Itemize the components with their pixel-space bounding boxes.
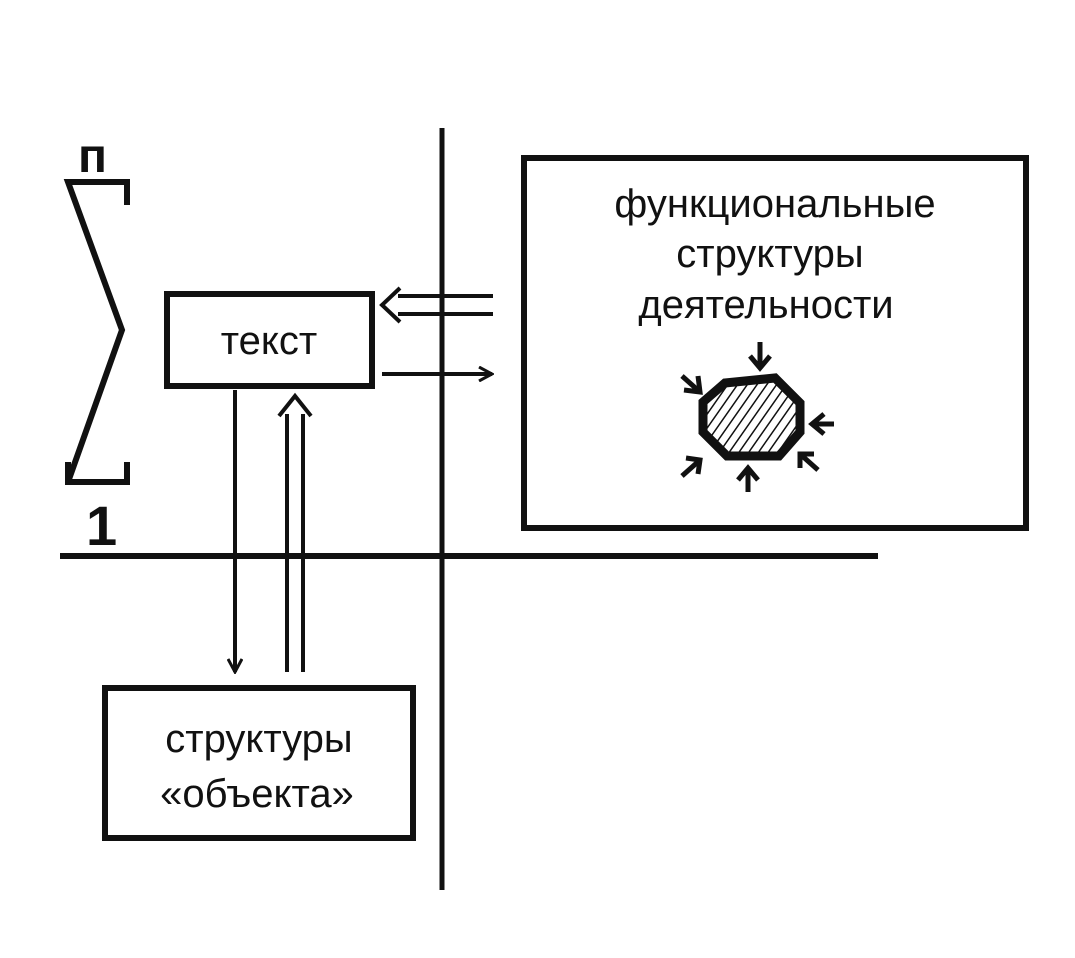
activity-symbol-icon	[680, 342, 834, 492]
zigzag-bracket-shape	[63, 179, 130, 485]
activity-structures-box: функциональные структуры деятельности	[521, 155, 1029, 531]
text-box: текст	[164, 291, 375, 389]
text-box-label: текст	[221, 319, 317, 363]
index-top-label: п	[78, 130, 107, 183]
object-box-line-2: «объекта»	[160, 772, 354, 816]
activity-box-line-2: структуры	[676, 232, 863, 276]
activity-box-line-1: функциональные	[614, 182, 935, 226]
object-box-line-1: структуры	[165, 717, 352, 761]
index-bottom-label: 1	[86, 494, 117, 557]
double-arrow-activity-to-text	[379, 286, 493, 324]
double-arrow-object-to-text	[277, 392, 313, 672]
object-structures-box: структуры «объекта»	[102, 685, 416, 841]
hatched-octagon	[698, 373, 805, 461]
activity-box-line-3: деятельности	[638, 283, 893, 327]
index-bracket: п 1	[63, 130, 130, 557]
